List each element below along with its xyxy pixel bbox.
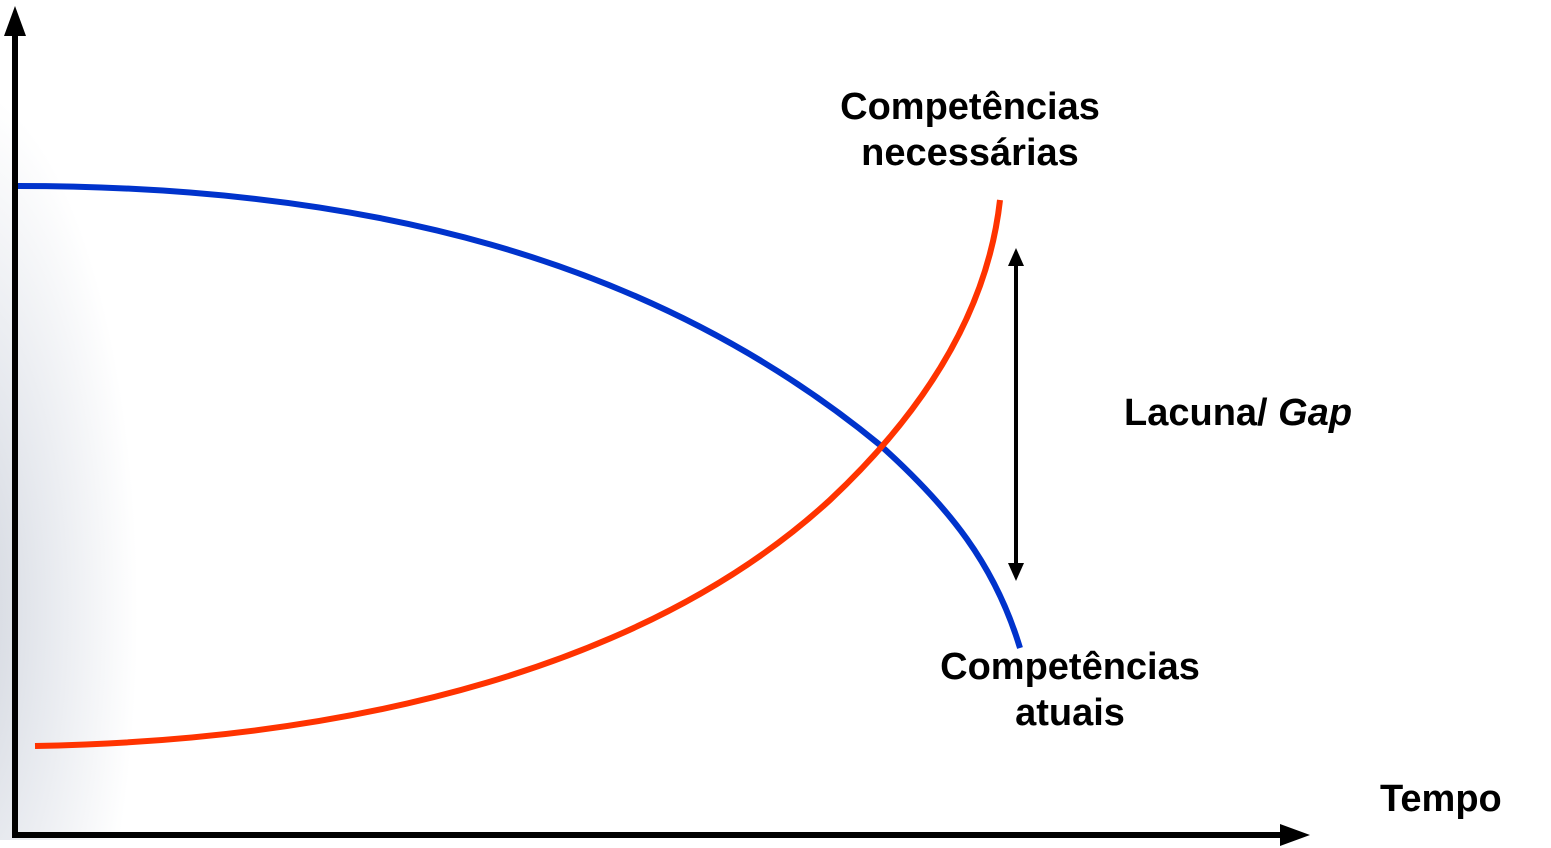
current-label-line1: Competências [940, 646, 1200, 688]
x-axis-arrowhead [1280, 824, 1310, 846]
required-competencies-label: Competências necessárias [780, 84, 1160, 176]
current-competencies-curve [17, 183, 1023, 649]
gap-label-main: Lacuna/ [1124, 392, 1268, 434]
gap-label: Lacuna/ Gap [1124, 390, 1352, 436]
gap-label-italic: Gap [1278, 392, 1353, 434]
y-axis-arrowhead [4, 6, 26, 36]
required-label-line2: necessárias [861, 132, 1079, 174]
x-axis-label: Tempo [1380, 778, 1502, 820]
gap-arrow-top-head [1008, 248, 1024, 266]
gap-arrow-bottom-head [1008, 563, 1024, 581]
required-competencies-curve [34, 199, 1003, 749]
required-label-line1: Competências [840, 86, 1100, 128]
background-hand-image [0, 80, 140, 840]
current-competencies-label: Competências atuais [880, 644, 1260, 736]
current-label-line2: atuais [1015, 692, 1125, 734]
